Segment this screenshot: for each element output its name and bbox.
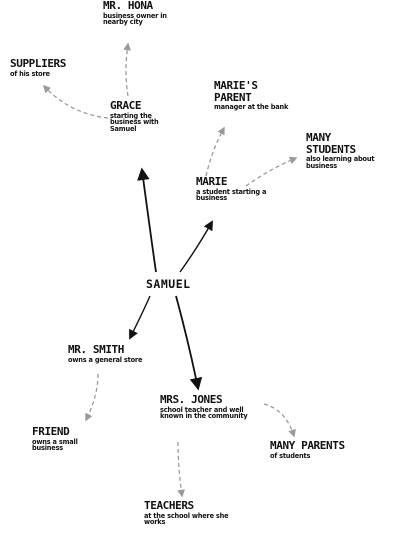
arrow-marie-to-maries-parent (205, 126, 225, 177)
node-many-students-name: MANY STUDENTS (306, 131, 356, 156)
node-marie-desc: a student starting a business (196, 187, 267, 203)
node-many-students-desc: also learning about business (306, 155, 375, 171)
node-mrs-jones: MRS. JONES school teacher and well known… (160, 394, 260, 420)
arrow-mr-smith-to-friend (85, 373, 99, 422)
node-teachers-desc: at the school where she works (144, 511, 229, 527)
node-samuel: SAMUEL (146, 278, 226, 290)
node-teachers-name: TEACHERS (144, 499, 194, 512)
node-mr-smith-name: MR. SMITH (68, 343, 125, 356)
node-friend: FRIEND owns a small business (32, 426, 96, 452)
arrow-samuel-to-marie (179, 220, 213, 273)
node-maries-parent-name: MARIE'S PARENT (214, 79, 258, 104)
node-mr-hona: MR. HONA business owner in nearby city (103, 0, 213, 26)
node-many-parents: MANY PARENTS of students (270, 440, 380, 459)
arrow-grace-to-mr-hona (123, 42, 131, 97)
node-grace: GRACE starting the business with Samuel (110, 100, 180, 133)
arrow-mrs-jones-to-many-parents (263, 403, 296, 438)
arrow-mrs-jones-to-teachers (177, 441, 185, 498)
arrow-samuel-to-grace (137, 167, 157, 273)
node-grace-desc: starting the business with Samuel (110, 111, 159, 134)
arrow-samuel-to-mrs-jones (175, 295, 203, 391)
node-samuel-name: SAMUEL (146, 277, 191, 291)
node-mr-hona-desc: business owner in nearby city (103, 11, 167, 27)
node-many-parents-name: MANY PARENTS (270, 439, 345, 452)
node-mrs-jones-name: MRS. JONES (160, 393, 223, 406)
node-many-students: MANY STUDENTS also learning about busine… (306, 132, 396, 170)
node-friend-name: FRIEND (32, 425, 70, 438)
node-maries-parent: MARIE'S PARENT manager at the bank (214, 80, 304, 111)
node-friend-desc: owns a small business (32, 437, 78, 453)
node-mr-hona-name: MR. HONA (103, 0, 153, 12)
node-mr-smith: MR. SMITH owns a general store (68, 344, 148, 363)
node-maries-parent-desc: manager at the bank (214, 103, 289, 112)
node-mr-smith-desc: owns a general store (68, 355, 143, 364)
arrow-samuel-to-mr-smith (129, 295, 151, 340)
node-marie: MARIE a student starting a business (196, 176, 286, 202)
node-mrs-jones-desc: school teacher and well known in the com… (160, 405, 248, 421)
arrow-grace-to-suppliers (42, 84, 109, 119)
node-marie-name: MARIE (196, 175, 228, 188)
node-many-parents-desc: of students (270, 451, 311, 460)
node-suppliers-name: SUPPLIERS (10, 57, 67, 70)
node-teachers: TEACHERS at the school where she works (144, 500, 244, 526)
node-grace-name: GRACE (110, 99, 142, 112)
node-suppliers-desc: of his store (10, 69, 50, 78)
node-suppliers: SUPPLIERS of his store (10, 58, 100, 77)
